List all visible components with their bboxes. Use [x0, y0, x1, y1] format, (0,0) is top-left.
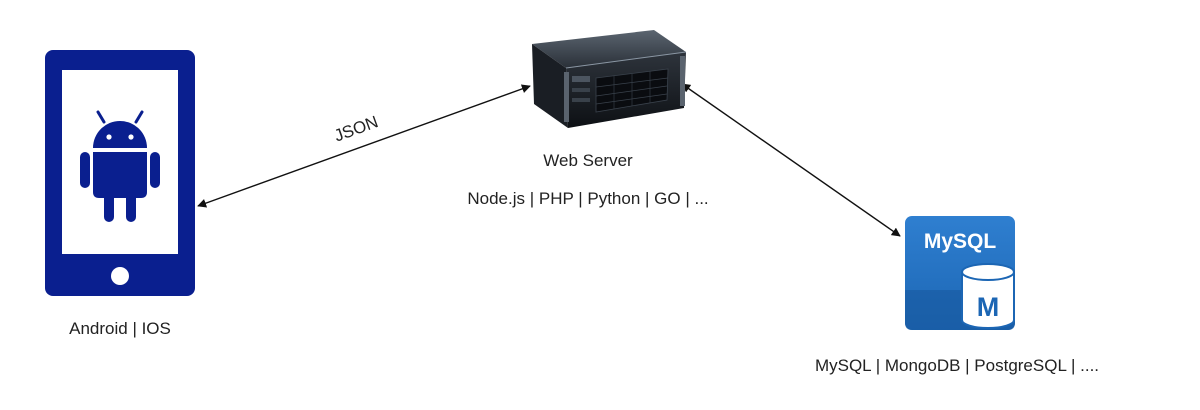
connection-server-database [681, 83, 901, 237]
mysql-database-icon: MySQL M [905, 216, 1015, 330]
server-technologies: Node.js | PHP | Python | GO | ... [467, 189, 708, 208]
android-robot-icon [80, 110, 160, 222]
cylinder-letter: M [977, 292, 1000, 322]
server-rack-icon [532, 30, 687, 128]
mysql-badge-text: MySQL [924, 230, 997, 253]
client-label: Android | IOS [69, 319, 171, 338]
json-label: JSON [332, 112, 381, 145]
server-title: Web Server [543, 151, 633, 170]
connection-client-server [197, 84, 531, 208]
database-label: MySQL | MongoDB | PostgreSQL | .... [815, 356, 1099, 375]
database-cylinder-icon: M [961, 263, 1015, 329]
